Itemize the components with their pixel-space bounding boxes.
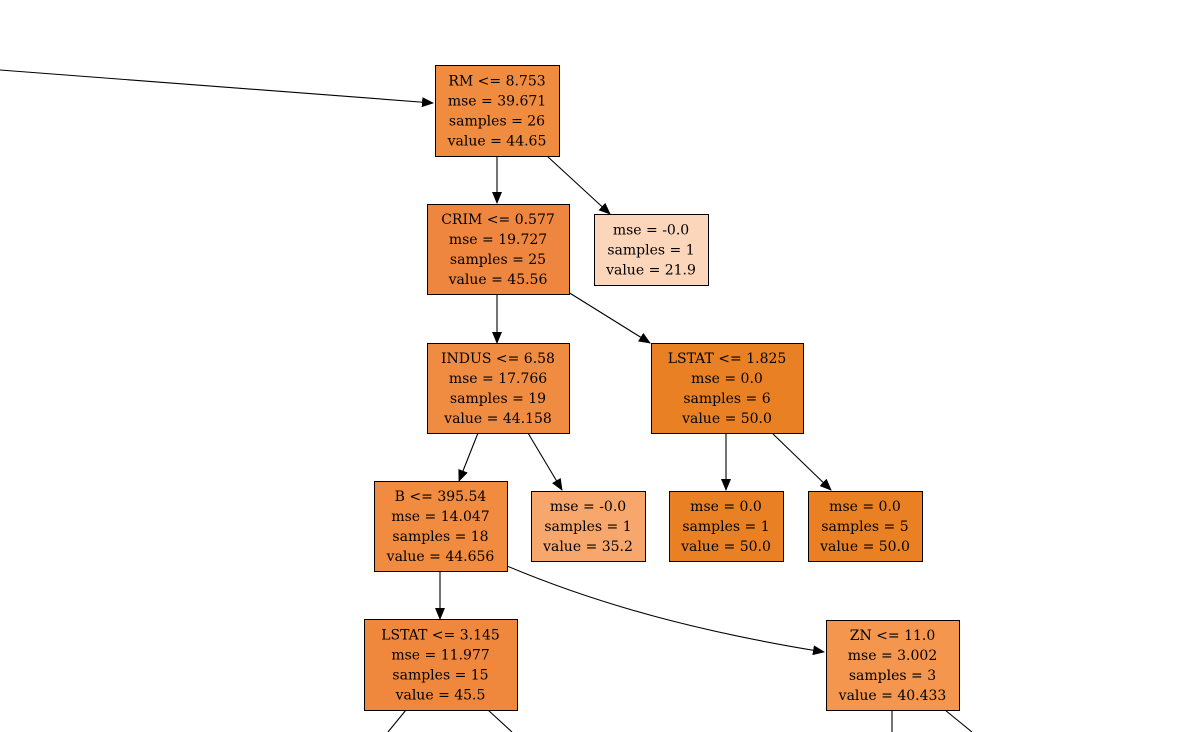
node-box [531,491,646,562]
node-box [594,214,709,286]
tree-node-lstat-3-145: LSTAT <= 3.145 mse = 11.977 samples = 15 va… [364,619,518,711]
node-split-condition-label: ZN <= 11.0 [850,628,936,644]
edge-rm-to-leaf-219 [546,155,611,215]
node-box [826,620,960,711]
tree-node-leaf-50-b: mse = 0.0 samples = 5 value = 50.0 [808,491,923,562]
tree-node-b: B <= 395.54 mse = 14.047 samples = 18 value… [374,481,508,572]
tree-node-leaf-35-2: mse = -0.0 samples = 1 value = 35.2 [531,491,646,562]
node-split-condition-label: INDUS <= 6.58 [441,351,555,367]
nodes: RM <= 8.753 mse = 39.671 samples = 26 value… [364,65,960,711]
edge-zn-down-right [944,709,973,732]
node-value-label: value = 35.2 [542,539,633,555]
node-mse-label: mse = -0.0 [613,223,689,239]
edges [0,69,973,732]
tree-node-indus: INDUS <= 6.58 mse = 17.766 samples = 19 val… [427,343,570,434]
tree-node-leaf-21-9: mse = -0.0 samples = 1 value = 21.9 [594,214,709,286]
node-value-label: value = 50.0 [680,539,771,555]
node-box [427,204,570,295]
node-box [374,481,508,572]
node-mse-label: mse = 39.671 [448,94,546,110]
node-value-label: value = 50.0 [681,411,772,427]
node-samples-label: samples = 1 [544,519,631,535]
node-value-label: value = 44.656 [386,549,495,565]
tree-node-leaf-50-a: mse = 0.0 samples = 1 value = 50.0 [669,491,784,562]
tree-node-lstat-1-825: LSTAT <= 1.825 mse = 0.0 samples = 6 value … [651,343,804,434]
node-split-condition-label: LSTAT <= 3.145 [381,628,500,644]
node-box [651,343,804,434]
node-box [669,491,784,562]
node-box [808,491,923,562]
node-value-label: value = 44.65 [447,134,547,150]
node-mse-label: mse = 0.0 [690,499,762,515]
edge-indus-to-b [458,432,479,482]
node-mse-label: mse = 14.047 [391,509,489,525]
node-value-label: value = 50.0 [819,539,910,555]
edge-b-to-zn [506,565,825,656]
node-samples-label: samples = 26 [449,114,545,130]
node-split-condition-label: LSTAT <= 1.825 [668,351,787,367]
edge-lstat-3145-down-left [387,709,407,732]
node-split-condition-label: RM <= 8.753 [448,74,545,90]
edge-lstat-3145-down-right [487,709,513,732]
node-samples-label: samples = 25 [450,252,546,268]
node-box [427,343,570,434]
tree-node-zn: ZN <= 11.0 mse = 3.002 samples = 3 value = … [826,620,960,711]
node-box [435,65,560,157]
edge-lstat-1825-to-leaf-500b [771,432,832,491]
node-samples-label: samples = 3 [849,668,936,684]
node-samples-label: samples = 18 [392,529,488,545]
node-split-condition-label: B <= 395.54 [395,489,487,505]
edge-incoming-to-rm [0,69,434,108]
node-samples-label: samples = 1 [682,519,769,535]
node-mse-label: mse = 19.727 [449,232,547,248]
node-mse-label: mse = 17.766 [449,371,547,387]
node-samples-label: samples = 1 [607,243,694,259]
edge-crim-to-lstat-1825 [567,291,651,344]
node-value-label: value = 45.5 [395,688,486,704]
node-mse-label: mse = 0.0 [829,499,901,515]
node-samples-label: samples = 5 [821,519,908,535]
node-value-label: value = 45.56 [448,272,548,288]
node-value-label: value = 21.9 [605,263,696,279]
node-split-condition-label: CRIM <= 0.577 [441,212,555,228]
tree-node-rm: RM <= 8.753 mse = 39.671 samples = 26 value… [435,65,560,157]
node-value-label: value = 44.158 [443,411,552,427]
node-samples-label: samples = 19 [450,391,546,407]
node-mse-label: mse = 11.977 [391,648,489,664]
node-mse-label: mse = 3.002 [848,648,937,664]
tree-node-crim: CRIM <= 0.577 mse = 19.727 samples = 25 val… [427,204,570,295]
node-mse-label: mse = 0.0 [691,371,763,387]
node-value-label: value = 40.433 [838,688,947,704]
node-samples-label: samples = 15 [392,668,488,684]
edge-indus-to-leaf-352 [527,432,563,491]
node-samples-label: samples = 6 [683,391,770,407]
node-mse-label: mse = -0.0 [550,499,626,515]
node-box [364,619,518,711]
